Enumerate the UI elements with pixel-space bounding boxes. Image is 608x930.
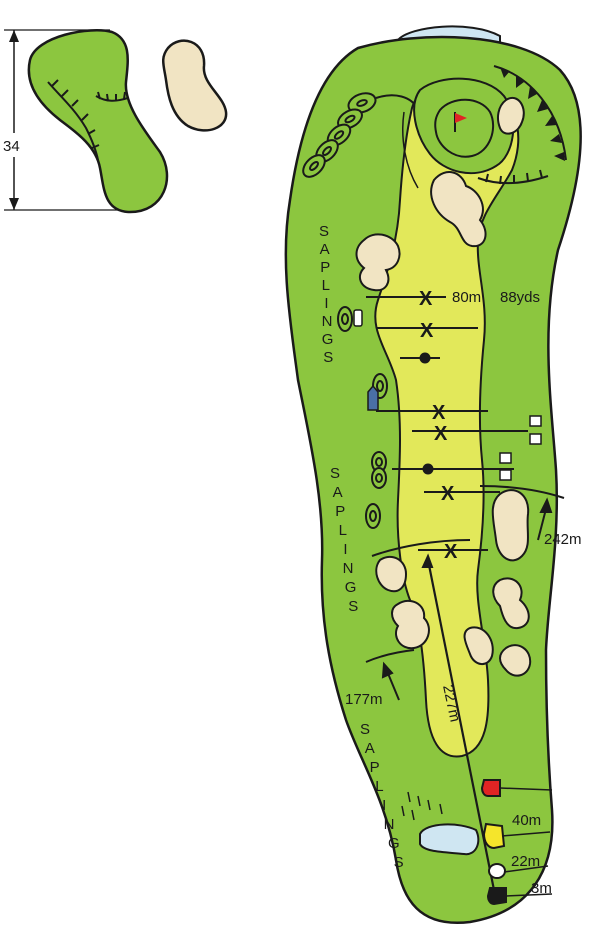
saplings-letter: I (382, 797, 386, 814)
saplings-letter: L (375, 778, 383, 795)
green-inset: 34 (0, 29, 228, 214)
svg-text:X: X (432, 402, 446, 424)
distance-labels: 80m 88yds 242m 177m 227m 40m 22m 3m (345, 289, 582, 897)
label-3m: 3m (531, 880, 552, 897)
saplings-letter: L (339, 522, 347, 539)
arc-177 (365, 649, 415, 663)
depth-label: 34 (3, 138, 20, 155)
tee-red (480, 779, 501, 797)
tee-boxes (480, 779, 507, 906)
saplings-letter: P (370, 759, 380, 776)
saplings-letter: P (320, 259, 330, 276)
tee-yellow (482, 822, 506, 850)
label-88yds: 88yds (500, 289, 540, 306)
saplings-letter: A (320, 241, 330, 258)
saplings-letter: P (335, 503, 345, 520)
green-inner (434, 98, 495, 158)
tree-chain (302, 92, 419, 178)
saplings-letter: S (360, 721, 370, 738)
flag-icon (454, 112, 467, 132)
inset-bunker (162, 39, 228, 132)
distance-ticks (366, 296, 528, 551)
saplings-letter: A (333, 484, 343, 501)
fairway (374, 81, 520, 758)
saplings-letter: L (322, 277, 330, 294)
saplings-letter: S (330, 465, 340, 482)
tee-leaders (499, 787, 553, 897)
trees (337, 306, 388, 529)
label-242m: 242m (544, 531, 582, 548)
saplings-letter: S (323, 349, 333, 366)
bunkers (355, 97, 532, 677)
svg-text:X: X (441, 483, 455, 505)
svg-text:X: X (434, 423, 448, 445)
saplings-letter: G (345, 579, 357, 596)
tee-black (486, 887, 507, 906)
yardage-markers: X X X X X X (419, 288, 458, 563)
saplings-letter: S (319, 223, 329, 240)
svg-text:X: X (419, 288, 433, 310)
saplings-letter: N (384, 816, 395, 833)
saplings-letter: S (348, 598, 358, 615)
svg-text:X: X (444, 541, 458, 563)
saplings-letter: I (343, 541, 347, 558)
sprinkler-squares (499, 415, 542, 481)
saplings-letter: N (322, 313, 333, 330)
label-177m: 177m (345, 691, 383, 708)
label-22m: 22m (511, 853, 540, 870)
inset-green (27, 29, 169, 214)
saplings-letter: A (365, 740, 375, 757)
arc-mid (371, 539, 471, 557)
pond (419, 823, 480, 856)
distance-arrows (381, 497, 553, 701)
hole-layout: X X X X X X (284, 25, 582, 925)
blue-post-icon (367, 384, 379, 411)
saplings-letter: S (394, 854, 404, 871)
label-80m: 80m (452, 289, 481, 306)
label-40m: 40m (512, 812, 541, 829)
saplings-letter: G (388, 835, 400, 852)
svg-text:X: X (420, 320, 434, 342)
saplings-letter: N (343, 560, 354, 577)
saplings-letter: I (324, 295, 328, 312)
white-post-icon (353, 309, 363, 327)
saplings-letter: G (322, 331, 334, 348)
arc-242 (479, 485, 565, 499)
tee-white (488, 863, 506, 879)
